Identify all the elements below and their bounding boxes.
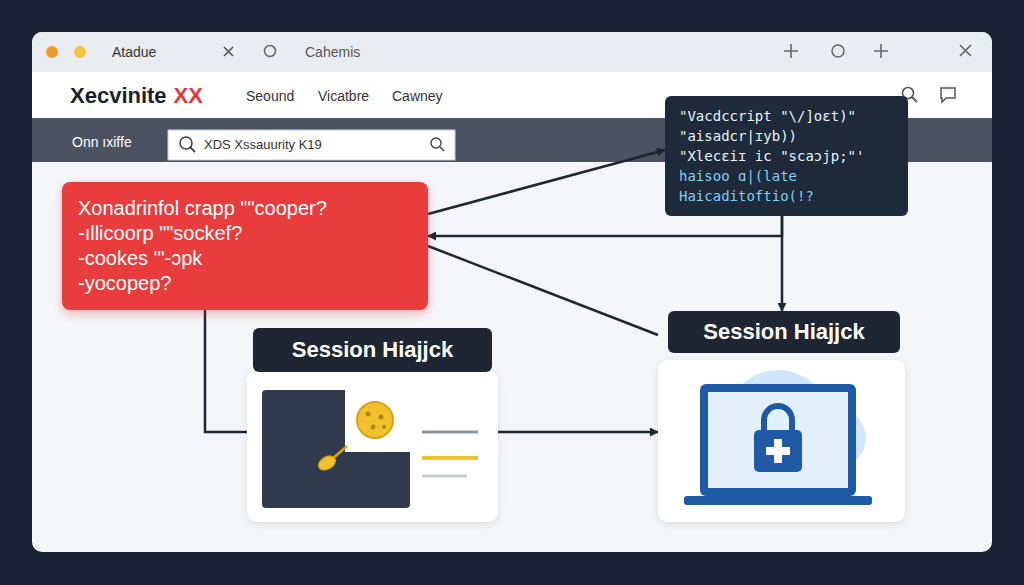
session-card: Session Hiajjck	[247, 328, 498, 522]
attack-box: Xonadrinfol crapp ""cooper?-ıllicoorp ""…	[62, 182, 428, 310]
header-label: Onn ıxiffe	[72, 134, 132, 150]
connector-arrow	[428, 246, 658, 335]
heading-label: Session Hiajjck	[253, 328, 492, 372]
code-line: "aisadcr|ɪyb))	[679, 126, 894, 146]
header-label: Vicatbre	[318, 88, 369, 104]
list-line: Xonadrinfol crapp ""cooper?	[78, 196, 412, 221]
list-line: -ıllicoorp ""sockef?	[78, 221, 412, 246]
list-line: -yocopep?	[78, 271, 412, 296]
header-label: Cahemis	[305, 44, 360, 60]
card-illustration	[658, 360, 905, 522]
code-line: haisoo ɑ|(late	[679, 166, 894, 186]
code-line: "Xlecɛiɪ ic "scaɔjp;"'	[679, 146, 894, 166]
connector-arrow	[205, 310, 247, 432]
heading-label: Session Hiajjck	[668, 311, 900, 353]
connector-arrow	[781, 216, 784, 311]
header-label: Xecvinite	[70, 83, 167, 109]
session-card: Session Hiajjck	[658, 311, 905, 522]
list-line: -cookes '"-ɔpk	[78, 246, 412, 271]
code-line: "Vacdccript "\/]oɛt)"	[679, 106, 894, 126]
script-code-box: "Vacdccript "\/]oɛt)""aisadcr|ɪyb))"Xlec…	[665, 96, 908, 216]
header-label: Cawney	[392, 88, 443, 104]
connector-arrow	[498, 431, 658, 434]
illustration-card	[658, 360, 905, 522]
card-illustration	[247, 370, 498, 522]
header-label: Atadue	[112, 44, 156, 60]
code-line: Haicaditoftio(!?	[679, 186, 894, 206]
header-label: XDS Xssauurity K19	[204, 137, 322, 152]
header-label: XX	[174, 83, 203, 109]
header-label: Seound	[246, 88, 294, 104]
connector-arrow	[428, 150, 665, 214]
illustration-card	[247, 370, 498, 522]
connector-arrow	[428, 216, 782, 236]
